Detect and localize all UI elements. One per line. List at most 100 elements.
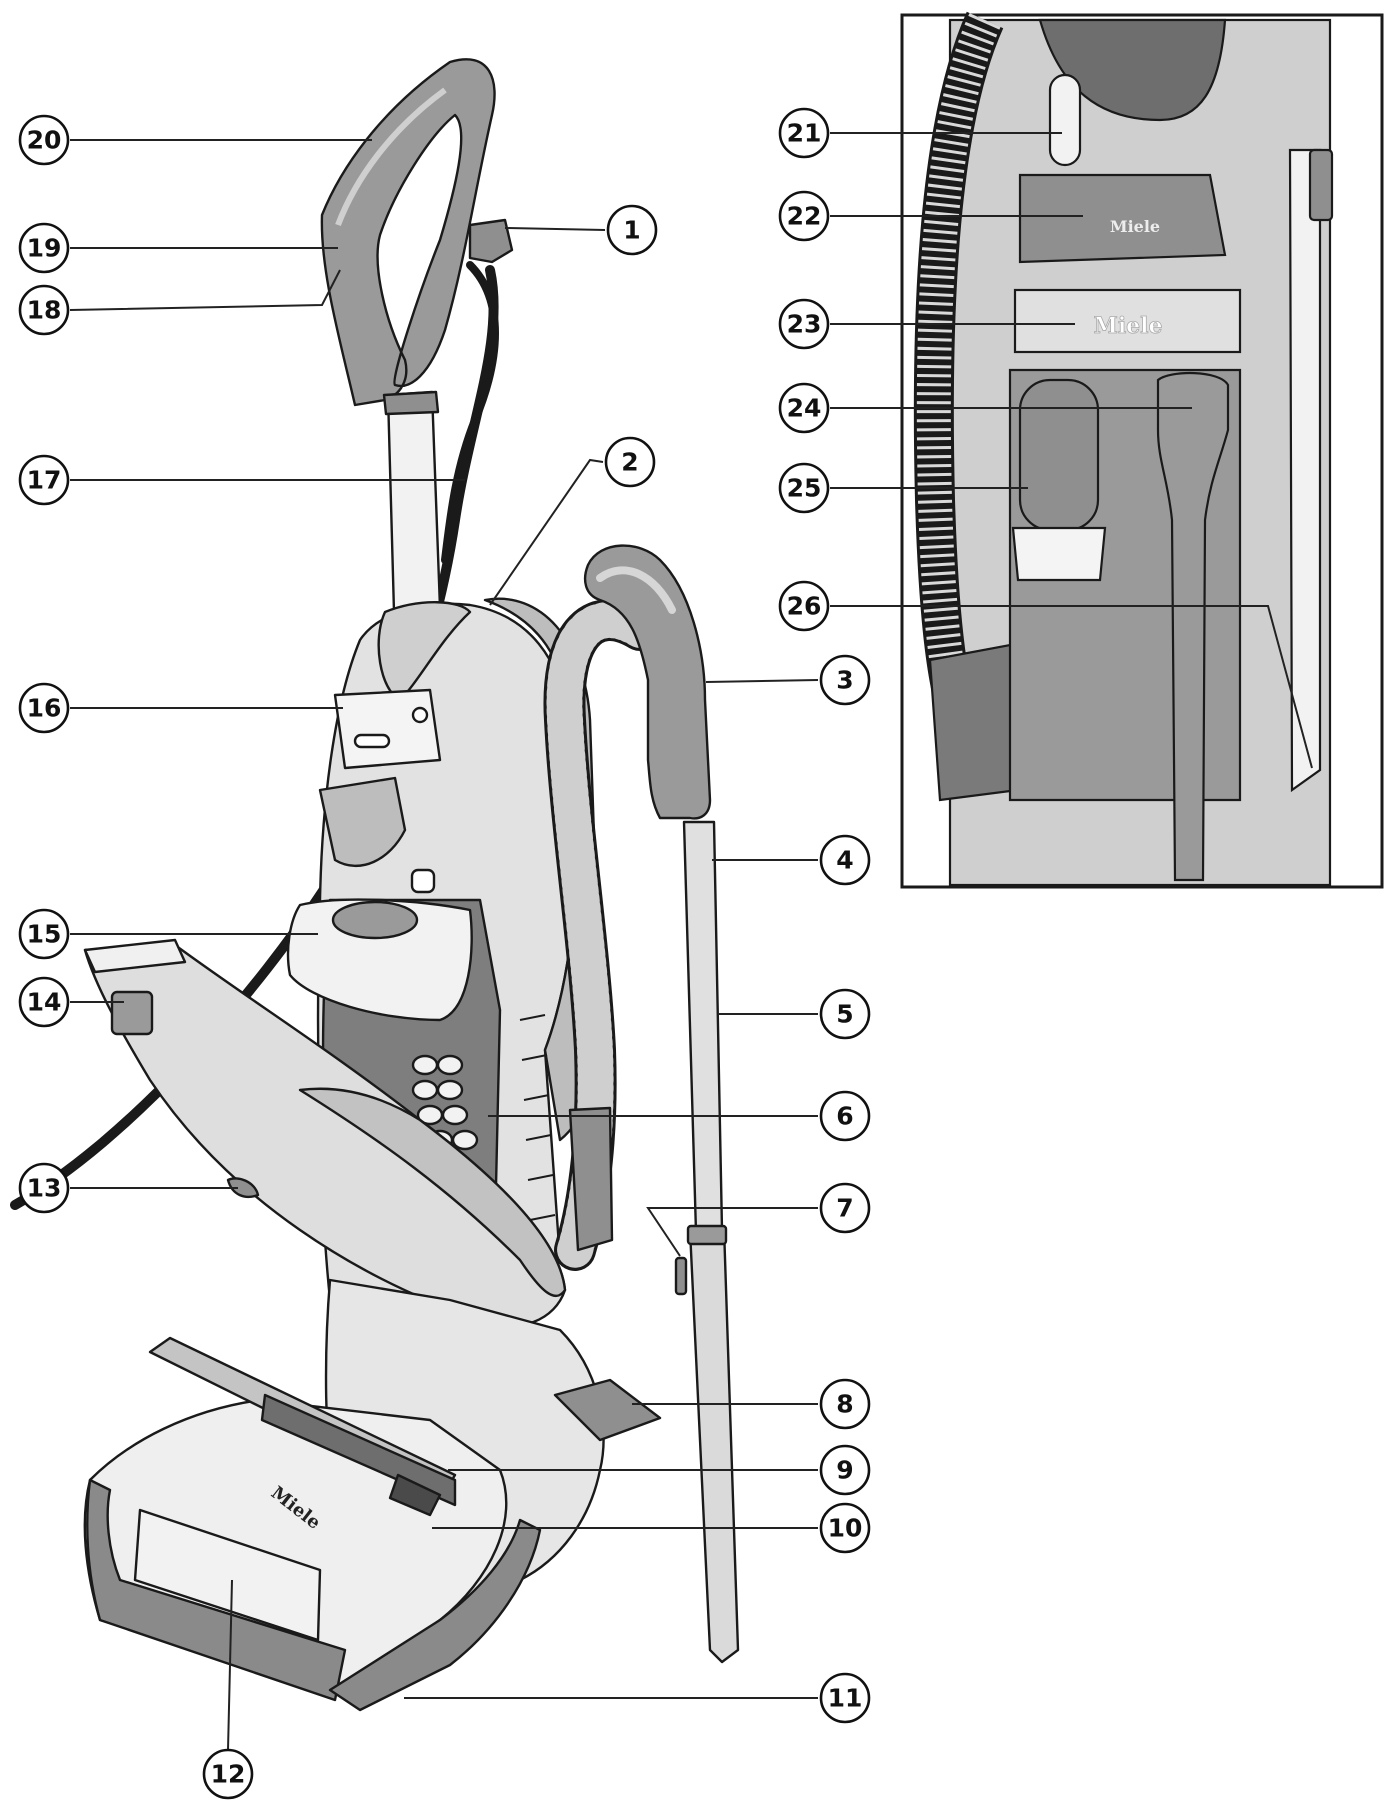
- inset-wand-clip: [1308, 148, 1334, 222]
- callout-12: 12: [202, 1748, 254, 1800]
- bag-collar: [331, 900, 419, 940]
- motor-filter: [411, 1054, 479, 1151]
- svg-text:9: 9: [836, 1456, 853, 1485]
- callout-10: 10: [819, 1502, 871, 1554]
- callout-2: 2: [604, 436, 656, 488]
- svg-text:13: 13: [27, 1174, 62, 1203]
- inset-panel-brand: Miele: [1093, 313, 1162, 339]
- svg-text:8: 8: [836, 1390, 853, 1419]
- inset-tool-brand: Miele: [1110, 217, 1160, 236]
- lid-hinge: [83, 938, 187, 974]
- svg-text:12: 12: [211, 1760, 246, 1789]
- wand-lower: [688, 1226, 740, 1664]
- callout-14: 14: [18, 976, 70, 1028]
- compartment-lid: [83, 943, 567, 1328]
- svg-text:24: 24: [787, 394, 822, 423]
- svg-text:25: 25: [787, 474, 822, 503]
- handle-collar: [382, 390, 440, 416]
- svg-text:19: 19: [27, 234, 62, 263]
- callout-6: 6: [819, 1090, 871, 1142]
- svg-text:22: 22: [787, 202, 822, 231]
- nozzle-corner-bumper: [328, 1518, 542, 1712]
- callout-20: 20: [18, 114, 70, 166]
- inset-cable-release: [1048, 73, 1082, 167]
- inset-crevice-tool: [1156, 372, 1230, 882]
- brushroll: [260, 1393, 457, 1507]
- svg-text:26: 26: [787, 592, 822, 621]
- telescopic-wand: [682, 820, 724, 1234]
- svg-text:18: 18: [27, 296, 62, 325]
- lid-grip: [226, 1177, 260, 1199]
- lid-release-tab: [110, 990, 154, 1036]
- inset-illustration: Miele Miele: [913, 11, 1334, 887]
- svg-text:3: 3: [836, 666, 853, 695]
- svg-text:10: 10: [828, 1514, 863, 1543]
- handle-stem: [386, 390, 442, 614]
- nozzle-front-bumper: [86, 1478, 347, 1702]
- hose-handle-highlight: [596, 566, 676, 614]
- wand-clip: [686, 1224, 728, 1246]
- svg-text:16: 16: [27, 694, 62, 723]
- svg-text:2: 2: [621, 448, 638, 477]
- callout-16: 16: [18, 682, 70, 734]
- svg-text:6: 6: [836, 1102, 853, 1131]
- svg-text:5: 5: [836, 1000, 853, 1029]
- callout-18: 18: [18, 284, 70, 336]
- control-dial: [411, 706, 429, 724]
- inset-hose-cuff: [928, 643, 1020, 802]
- vacuum-illustration: Miele: [10, 58, 740, 1712]
- svg-text:20: 20: [27, 126, 62, 155]
- callout-11: 11: [819, 1672, 871, 1724]
- hose-cuff-bottom: [568, 1106, 614, 1252]
- handle-inner-highlight: [335, 87, 447, 227]
- control-panel: [333, 688, 442, 770]
- inset-storage-panel: [1013, 288, 1242, 354]
- callout-15: 15: [18, 908, 70, 960]
- callout-3: 3: [819, 654, 871, 706]
- handle: [320, 58, 496, 407]
- svg-text:1: 1: [623, 216, 640, 245]
- callout-7: 7: [819, 1182, 871, 1234]
- svg-text:4: 4: [836, 846, 853, 875]
- callout-19: 19: [18, 222, 70, 274]
- cable-hook: [468, 218, 514, 264]
- inset-upholstery-tool: [1018, 173, 1227, 264]
- callout-23: 23: [778, 298, 830, 350]
- callout-21: 21: [778, 107, 830, 159]
- svg-text:21: 21: [787, 119, 822, 148]
- lid-shade: [298, 1087, 567, 1297]
- leader-lines: [69, 132, 1313, 1751]
- brushroll-latch: [388, 1473, 442, 1517]
- housing-top-cap: [377, 601, 472, 702]
- nozzle-front-window: [133, 1508, 322, 1642]
- wand-adjust: [674, 1256, 688, 1296]
- inset-cable-coil: [1038, 18, 1227, 122]
- svg-text:14: 14: [27, 988, 62, 1017]
- inset-wand-stem: [1288, 148, 1322, 793]
- callout-4: 4: [819, 834, 871, 886]
- front-latch: [318, 776, 407, 868]
- callout-8: 8: [819, 1378, 871, 1430]
- callout-1: 1: [606, 204, 658, 256]
- hose-handle: [584, 544, 712, 820]
- svg-text:15: 15: [27, 920, 62, 949]
- callout-13: 13: [18, 1162, 70, 1214]
- svg-text:17: 17: [27, 466, 62, 495]
- control-badge: [353, 733, 391, 749]
- svg-text:7: 7: [836, 1194, 853, 1223]
- callout-26: 26: [778, 580, 830, 632]
- callout-9: 9: [819, 1444, 871, 1496]
- inset-hose-fill: [916, 13, 1001, 726]
- inset-dusting-brush: [1018, 378, 1100, 532]
- callout-17: 17: [18, 454, 70, 506]
- cable-to-handle: [441, 261, 499, 564]
- dust-bag: [286, 898, 473, 1022]
- front-button: [410, 868, 436, 894]
- callout-24: 24: [778, 382, 830, 434]
- svg-text:11: 11: [828, 1684, 863, 1713]
- inset-brush-bristles: [1011, 526, 1107, 582]
- base-pedal: [553, 1378, 662, 1442]
- callout-22: 22: [778, 190, 830, 242]
- callout-5: 5: [819, 988, 871, 1040]
